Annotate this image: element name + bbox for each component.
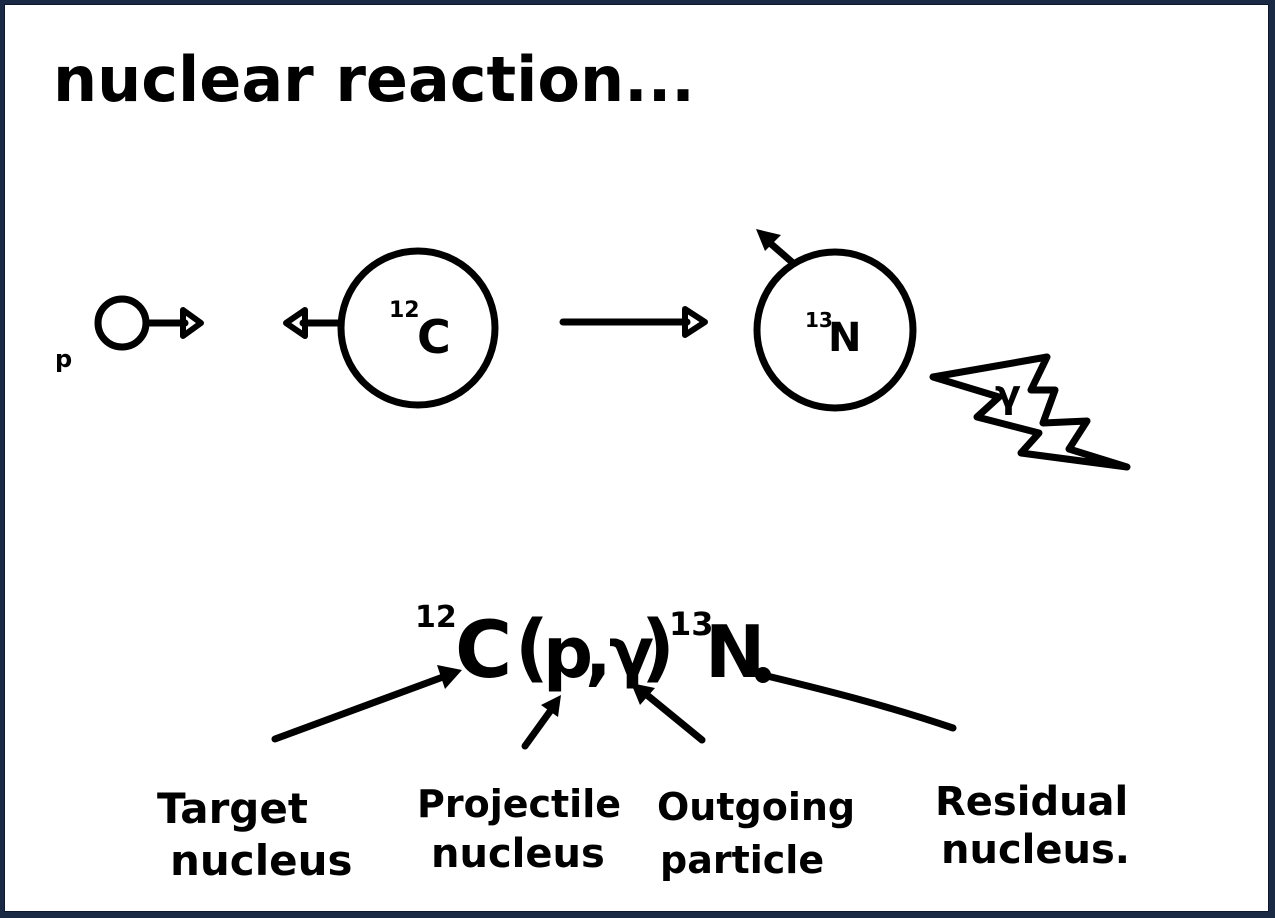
page-title: nuclear reaction...	[53, 43, 695, 116]
gamma-ray: γ	[929, 353, 1131, 471]
residual-pointer-head	[755, 667, 771, 683]
outgoing-pointer-head	[631, 683, 655, 705]
reaction-arrow	[559, 306, 708, 338]
product-element: N	[828, 315, 861, 361]
eq-open-paren: (	[515, 605, 549, 691]
target-pointer-head	[437, 665, 462, 689]
residual-pointer	[759, 671, 957, 732]
eq-target-symbol: C	[455, 606, 512, 696]
gamma-label: γ	[995, 372, 1021, 416]
target-arrow-head	[283, 307, 308, 339]
sketch-canvas: nuclear reaction... p 12 C 13 N	[53, 43, 1131, 885]
target-label-line1: Target	[157, 784, 308, 833]
target-circle	[337, 247, 499, 409]
target-mass-number: 12	[389, 298, 420, 323]
target-nucleus: 12 C	[283, 247, 499, 409]
projectile-label-line1: Projectile	[417, 782, 621, 826]
product-nucleus: 13 N	[753, 229, 917, 412]
projectile-label-line2: nucleus	[431, 831, 605, 877]
eq-projectile: p	[543, 612, 593, 694]
residual-label-line1: Residual	[935, 779, 1128, 825]
outgoing-label-line2: particle	[660, 838, 824, 882]
eq-residual-mass: 13	[669, 605, 714, 643]
product-circle	[753, 248, 917, 412]
projectile-pointer-head	[541, 695, 561, 717]
recoil-arrow-head	[756, 229, 781, 251]
reaction-arrow-head	[682, 306, 708, 338]
whiteboard-page: nuclear reaction... p 12 C 13 N	[4, 4, 1269, 912]
product-mass-number: 13	[805, 308, 833, 332]
term-labels: Target nucleus Projectile nucleus Outgoi…	[157, 779, 1130, 885]
eq-comma: ,	[585, 612, 612, 694]
eq-target-mass: 12	[415, 600, 457, 635]
projectile-pointer	[521, 706, 555, 750]
pointer-arrows	[271, 665, 957, 750]
lightning-bolt-icon	[929, 353, 1131, 471]
proton-circle	[94, 295, 150, 351]
recoil-arrow-shaft	[766, 239, 797, 267]
outgoing-label-line1: Outgoing	[657, 785, 855, 829]
proton-arrow-head	[180, 307, 204, 339]
target-pointer	[271, 673, 447, 743]
proton: p	[55, 295, 204, 373]
eq-residual-symbol: N	[705, 610, 765, 694]
eq-close-paren: )	[641, 605, 675, 691]
outgoing-pointer	[643, 691, 706, 744]
residual-label-line2: nucleus.	[941, 827, 1130, 873]
reaction-equation: 12 C ( p , γ ) 13 N	[415, 600, 765, 696]
target-label-line2: nucleus	[170, 836, 352, 885]
proton-label: p	[55, 345, 72, 373]
eq-outgoing: γ	[609, 614, 654, 691]
target-element: C	[417, 310, 451, 364]
